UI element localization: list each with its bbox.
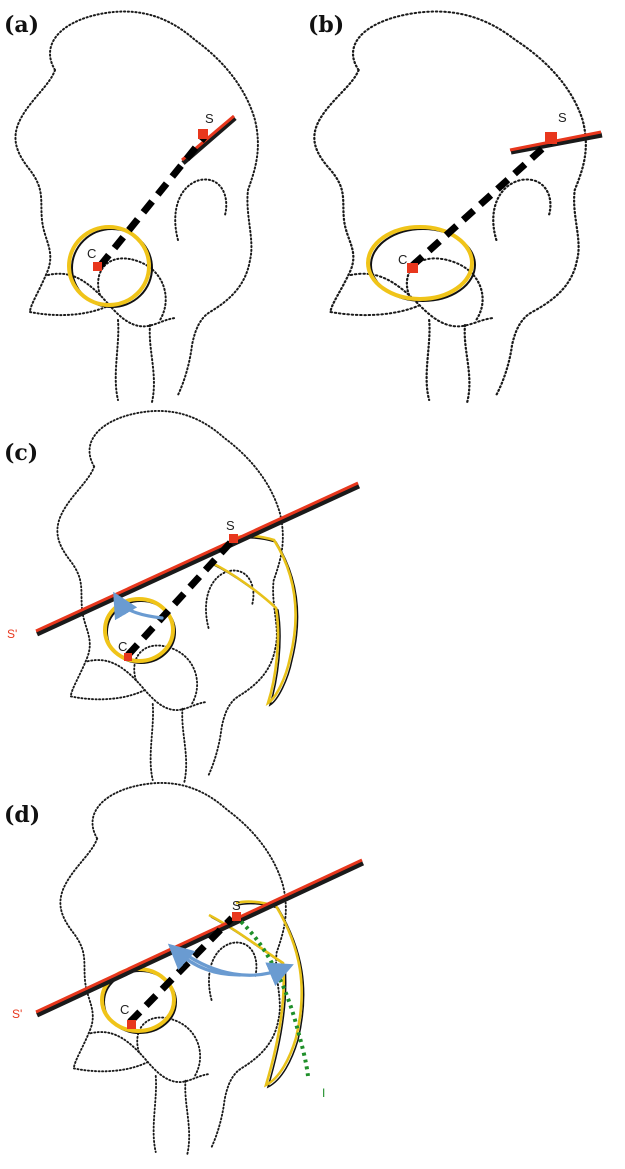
pelvis-outline-d xyxy=(60,783,285,1154)
s-marker-c xyxy=(229,534,238,543)
s-marker-a xyxy=(198,129,208,139)
s-label-a: S xyxy=(205,111,214,126)
pelvis-outline-c xyxy=(57,411,282,782)
pelvis-outline-b xyxy=(314,12,586,402)
reference-line-shadow-c xyxy=(37,486,359,634)
panel-a: (a) S C xyxy=(4,12,258,402)
s-label-d: S xyxy=(232,898,241,913)
center-to-s-dashed-line-a xyxy=(100,136,205,266)
c-label-d: C xyxy=(120,1002,129,1017)
acetabulum-ring-a xyxy=(69,227,149,305)
panel-b-label: (b) xyxy=(308,12,344,38)
c-marker-a xyxy=(93,262,102,271)
sprime-label-c: S' xyxy=(7,627,17,641)
reference-line-d xyxy=(36,860,362,1012)
i-label-d: I xyxy=(322,1086,325,1100)
c-label-a: C xyxy=(87,246,96,261)
panel-c-label: (c) xyxy=(4,440,38,466)
center-to-s-dashed-line-b xyxy=(412,140,552,266)
acetabulum-ring-c xyxy=(105,599,173,661)
s-marker-d xyxy=(232,912,241,921)
s-marker-b xyxy=(545,132,557,144)
panel-d: (d) S C S' I xyxy=(4,783,363,1154)
c-marker-d xyxy=(127,1020,136,1029)
reference-line-c xyxy=(36,483,358,631)
c-label-b: C xyxy=(398,252,407,267)
reference-line-shadow-d xyxy=(37,863,363,1015)
panel-b: (b) S C xyxy=(308,12,602,402)
s-label-b: S xyxy=(558,110,567,125)
ischial-line-d xyxy=(236,917,308,1076)
c-marker-b xyxy=(407,263,418,273)
c-marker-c xyxy=(124,653,132,661)
panel-c: (c) S C S' xyxy=(4,411,359,782)
s-label-c: S xyxy=(226,518,235,533)
c-label-c: C xyxy=(118,639,127,654)
pelvis-outline-a xyxy=(15,12,257,402)
sprime-label-d: S' xyxy=(12,1007,22,1021)
panel-a-label: (a) xyxy=(4,12,39,38)
ischium-c xyxy=(210,536,296,703)
panel-d-label: (d) xyxy=(4,802,40,828)
